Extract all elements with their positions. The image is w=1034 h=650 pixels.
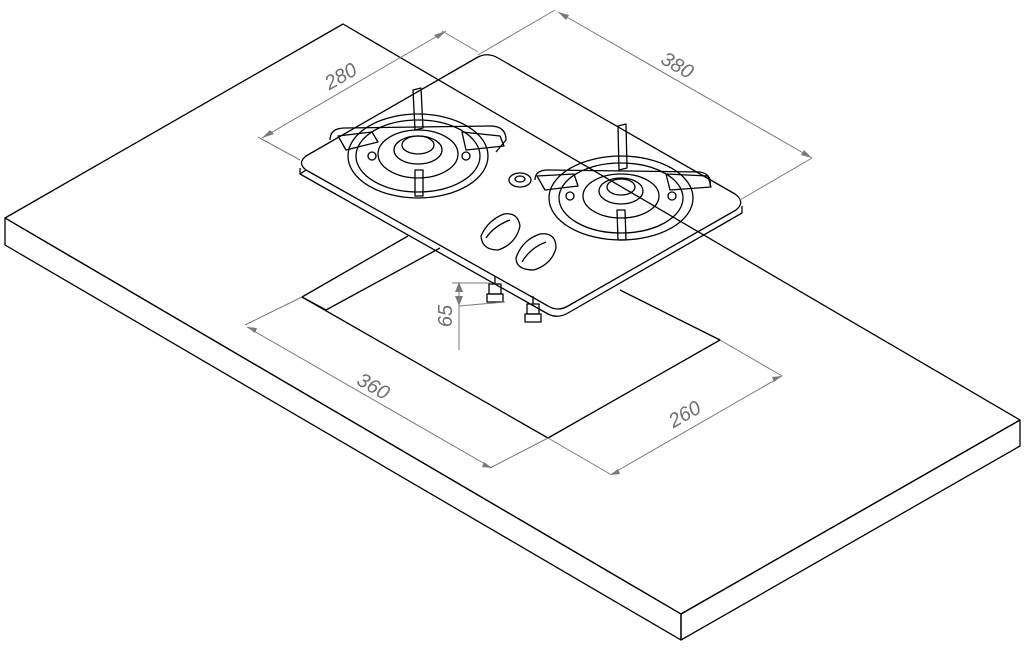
countertop <box>4 23 1021 641</box>
cutout-inner-wall <box>325 247 441 311</box>
countertop-front-face <box>4 217 682 641</box>
dim-label-380: 380 <box>657 48 697 84</box>
dim-280-extension-b <box>257 136 301 161</box>
dim-label-280: 280 <box>320 59 361 95</box>
dim-380-line <box>557 11 813 159</box>
gas-connector-left <box>486 276 504 303</box>
hob <box>299 54 743 323</box>
dim-260-line <box>609 375 783 476</box>
cutout-opening <box>301 235 721 439</box>
cutout-visible-edge <box>301 235 721 439</box>
dim-label-360: 360 <box>353 369 393 405</box>
dim-280-line <box>261 30 447 139</box>
countertop-top-face <box>4 23 1021 615</box>
igniter <box>508 172 532 188</box>
dim-360-extension-a <box>244 296 303 326</box>
dimension-lines <box>244 9 813 476</box>
dim-280-extension-a <box>441 30 479 53</box>
right-burner <box>534 123 712 241</box>
control-knob-right <box>515 233 557 271</box>
dim-360-extension-b <box>489 437 549 469</box>
dim-260-extension-b <box>547 437 611 475</box>
dim-380-extension-b <box>739 157 813 201</box>
hob-plate-top <box>300 54 742 310</box>
hob-plate-edge <box>299 168 743 317</box>
dim-label-260: 260 <box>664 397 705 433</box>
dim-360-line <box>246 326 493 469</box>
countertop-side-face <box>680 419 1021 641</box>
left-burner <box>329 87 507 199</box>
gas-connector-right <box>524 296 542 323</box>
control-knob-left <box>480 213 521 251</box>
dim-380-extension-a <box>477 9 556 56</box>
dimension-arrows <box>247 12 812 475</box>
dim-label-65: 65 <box>435 304 457 327</box>
dim-260-extension-a <box>719 339 783 377</box>
